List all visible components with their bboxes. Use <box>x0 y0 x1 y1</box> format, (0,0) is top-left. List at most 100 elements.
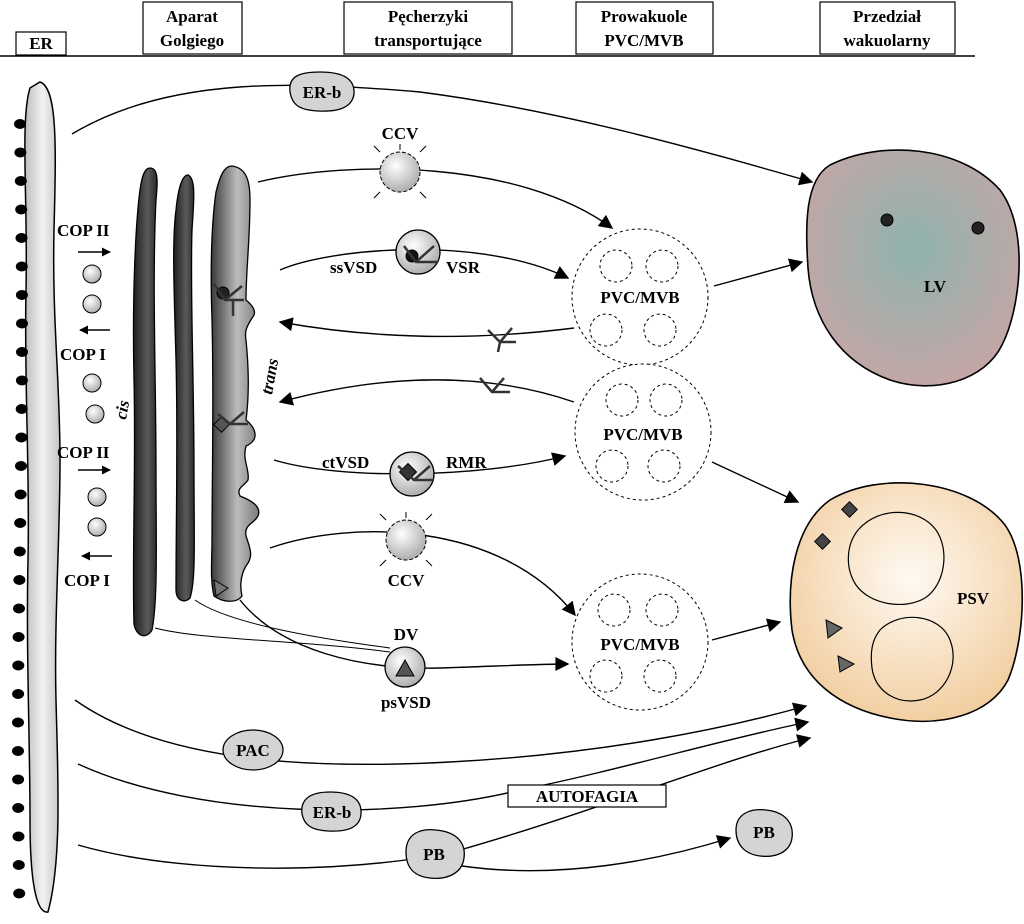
ribosome-dot <box>14 176 27 186</box>
er-ribosomes <box>12 119 28 899</box>
header-vesicles-line1: Pęcherzyki <box>388 7 469 26</box>
clathrin-coat-icon <box>379 512 433 567</box>
header-row: ER Aparat Golgiego Pęcherzyki transportu… <box>0 1 975 57</box>
ribosome-dot <box>12 860 25 870</box>
label-ccv-bottom: CCV <box>388 571 426 590</box>
label-pvc2: PVC/MVB <box>603 425 682 444</box>
header-vesicles-line2: transportujące <box>374 31 482 50</box>
header-vacuolar-line1: Przedział <box>853 7 921 26</box>
header-vesicles-box <box>343 1 513 55</box>
label-vsr: VSR <box>446 258 481 277</box>
label-psv: PSV <box>957 589 990 608</box>
erb-body-bottom <box>301 791 362 832</box>
ribosome-dot <box>12 746 24 756</box>
ribosome-dot <box>15 375 28 386</box>
label-ssvsd: ssVSD <box>330 258 377 277</box>
ribosome-dot <box>12 632 25 642</box>
intraluminal-vesicle <box>599 249 633 283</box>
autophagy-box <box>507 784 667 808</box>
label-copii-bottom: COP II <box>57 443 110 462</box>
intraluminal-vesicle <box>595 449 629 483</box>
protein-storage-vacuole: PSV <box>789 482 1024 723</box>
prevacuolar-compartments: PVC/MVB PVC/MVB PVC/MVB <box>571 228 712 711</box>
receptor-recycling-icon <box>479 377 510 394</box>
pvc-mvb-3: PVC/MVB <box>571 573 709 711</box>
cop-vesicle <box>82 264 102 284</box>
pvc-mvb-1: PVC/MVB <box>571 228 709 366</box>
label-trans: trans <box>257 357 282 396</box>
erb-body-top <box>289 71 355 112</box>
header-golgi-box <box>142 1 243 55</box>
ssvsd-vesicle <box>395 229 441 275</box>
label-dv: DV <box>394 625 419 644</box>
ribosome-dot <box>15 290 28 300</box>
ribosome-dot <box>12 660 25 671</box>
header-vacuolar-line2: wakuolarny <box>844 31 931 50</box>
pac-body <box>222 729 284 771</box>
cop-transport: COP II COP I COP II COP I cis trans <box>57 221 282 590</box>
label-cis: cis <box>111 398 133 420</box>
header-golgi-line1: Aparat <box>166 7 218 26</box>
label-rmr: RMR <box>446 453 487 472</box>
ribosome-dot <box>14 147 27 158</box>
ribosome-dot <box>15 233 28 243</box>
cargo-diamond-icon <box>398 462 418 482</box>
ribosome-dot <box>12 774 25 785</box>
ribosome-dot <box>12 717 24 728</box>
label-pvc3: PVC/MVB <box>600 635 679 654</box>
ribosome-dot <box>16 347 28 357</box>
label-copi-bottom: COP I <box>64 571 110 590</box>
pb-body-left <box>405 828 465 880</box>
arrow-pvc-to-psv-bottom <box>711 618 782 641</box>
intraluminal-vesicle <box>589 659 623 693</box>
label-pb-left: PB <box>423 845 445 864</box>
label-lv: LV <box>924 277 947 296</box>
label-copi-top: COP I <box>60 345 106 364</box>
golgi-apparatus <box>132 165 391 653</box>
arrow-pac-to-psv <box>74 699 808 766</box>
intraluminal-vesicle <box>645 593 679 627</box>
cop-vesicle <box>82 294 102 314</box>
header-vacuolar-box <box>819 1 956 55</box>
label-ctvsd: ctVSD <box>322 453 369 472</box>
ribosome-dot <box>16 318 28 329</box>
label-psvsd: psVSD <box>381 693 431 712</box>
label-pvc1: PVC/MVB <box>600 288 679 307</box>
golgi-cis-cisterna <box>132 167 158 637</box>
pb-body-right <box>735 808 793 858</box>
psv-globoid <box>870 616 954 702</box>
intraluminal-vesicle <box>589 313 623 347</box>
arrow-pvc-recycle-top <box>278 317 575 338</box>
ribosome-dot <box>15 461 27 471</box>
arrow-pvc-to-psv-mid <box>711 461 800 504</box>
arrow-pvc-to-lv <box>713 258 804 287</box>
intraluminal-vesicle <box>597 593 631 627</box>
cargo-triangle-icon <box>837 655 856 673</box>
receptor-recycling-icon <box>487 327 516 353</box>
psv-globoid <box>847 511 945 605</box>
ribosome-dot <box>13 603 25 614</box>
ccv-vesicle-top <box>379 151 421 193</box>
intraluminal-vesicle <box>643 313 677 347</box>
label-erb-bottom: ER-b <box>313 803 352 822</box>
ribosome-dot <box>15 432 28 443</box>
intraluminal-vesicle <box>647 449 681 483</box>
cop-vesicle <box>87 487 107 507</box>
cop-vesicle <box>82 373 102 393</box>
ribosome-dot <box>15 261 28 272</box>
header-er-box <box>15 31 67 56</box>
golgi-medial-cisterna <box>173 174 195 602</box>
ribosome-dot <box>14 119 26 129</box>
arrow-erb-to-lv <box>71 84 814 186</box>
arrow-pb-to-pb <box>461 835 732 872</box>
ribosome-dot <box>14 518 27 528</box>
header-golgi-line2: Golgiego <box>160 31 224 50</box>
cargo-diamond-icon <box>841 501 858 518</box>
arrow-erb-to-psv <box>77 717 810 811</box>
cop-vesicle <box>87 517 107 537</box>
ribosome-dot <box>15 404 28 414</box>
ribosome-dot <box>12 831 25 842</box>
ribosome-dot <box>13 546 26 557</box>
